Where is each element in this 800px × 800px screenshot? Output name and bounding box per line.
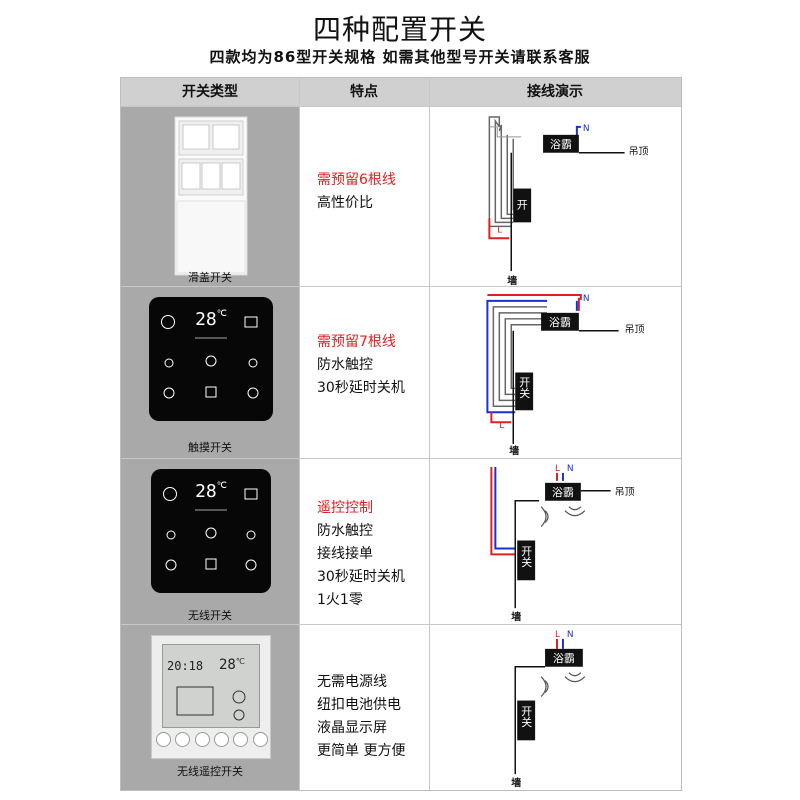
ceiling-label: 吊顶 (625, 324, 645, 336)
switch-label: 开关 (518, 376, 531, 399)
wiring-diagram: 浴霸 开 N L 吊顶 墙 (488, 116, 649, 286)
switch-name: 无线开关 (188, 609, 232, 622)
power-icon (163, 487, 177, 501)
panel-unit: ℃ (216, 309, 227, 319)
remote-button[interactable] (233, 732, 249, 747)
lcd-unit: ℃ (235, 657, 245, 666)
header-features: 特点 (350, 84, 378, 100)
neutral-label: N (567, 630, 574, 640)
switch-image-cell (121, 107, 299, 286)
switch-label: 开关 (520, 545, 533, 568)
header-wiring: 接线演示 (527, 84, 583, 100)
feature-item: 30秒延时关机 (317, 569, 405, 585)
live-label: L (497, 225, 502, 235)
feature-item: 液晶显示屏 (317, 720, 387, 736)
table-row: 20:18 28℃ (121, 624, 681, 790)
feature-item: 纽扣电池供电 (317, 697, 401, 713)
divider (195, 337, 227, 339)
wireless-signal-icon (540, 672, 586, 697)
features-list: 需预留6根线 高性价比 (317, 169, 396, 215)
wall-label: 墙 (511, 776, 521, 789)
column-divider (429, 78, 430, 790)
device-label: 浴霸 (552, 486, 574, 499)
panel-temp: 28 (195, 481, 217, 502)
switch-image-cell: 28℃ (121, 459, 299, 624)
table-header: 开关类型 特点 接线演示 (121, 78, 681, 106)
live-label: L (555, 464, 560, 474)
wireless-signal-icon (540, 506, 586, 528)
remote-switch-image: 20:18 28℃ (151, 635, 271, 759)
wiring-diagram: 浴霸 开关 L N 吊顶 墙 (490, 464, 635, 623)
slide-switch-image (174, 116, 248, 276)
remote-button[interactable] (214, 732, 230, 747)
feature-item: 高性价比 (317, 195, 373, 211)
device-label: 浴霸 (550, 138, 572, 151)
page-title: 四种配置开关 (312, 13, 487, 46)
device-label: 浴霸 (549, 316, 571, 329)
lcd-icons (176, 686, 246, 721)
ceiling-label: 吊顶 (615, 486, 635, 498)
remote-buttons (154, 732, 270, 747)
ceiling-label: 吊顶 (629, 146, 649, 158)
wireless-switch-image: 28℃ (151, 469, 271, 593)
feature-highlight: 需预留7根线 (317, 334, 396, 350)
lcd-temp: 28 (219, 657, 236, 673)
features-list: 遥控控制 防水触控 接线接单 30秒延时关机 1火1零 (317, 497, 405, 612)
power-icon (161, 315, 175, 329)
feature-item: 接线接单 (317, 546, 373, 562)
remote-button[interactable] (252, 732, 268, 747)
feature-highlight: 需预留6根线 (317, 172, 396, 188)
neutral-label: N (567, 464, 574, 474)
live-label: L (555, 630, 560, 640)
feature-item: 防水触控 (317, 357, 373, 373)
feature-item: 1火1零 (317, 592, 363, 608)
panel-unit: ℃ (216, 481, 227, 491)
lcd-time: 20:18 (167, 659, 204, 673)
touch-switch-image: 28℃ (149, 297, 273, 421)
switch-image-cell: 20:18 28℃ (121, 625, 299, 790)
remote-button[interactable] (175, 732, 191, 747)
page-subtitle: 四款均为86型开关规格 如需其他型号开关请联系客服 (209, 48, 591, 66)
column-divider (299, 78, 300, 790)
touch-icons (165, 488, 258, 571)
neutral-label: N (583, 124, 590, 134)
feature-item: 30秒延时关机 (317, 380, 405, 396)
table-row: 28℃ 无线开关 遥控控制 防水触控 接线接单 30秒延时关机 1火1零 (121, 458, 681, 624)
wall-label: 墙 (509, 444, 519, 457)
switch-label: 开关 (520, 706, 533, 729)
feature-item: 无需电源线 (317, 674, 387, 690)
neutral-label: N (583, 294, 590, 304)
remote-button[interactable] (156, 732, 172, 747)
table-row: 28℃ 触摸开关 需预留7根线 防水触控 30秒延时关机 (121, 286, 681, 458)
comparison-table: 开关类型 特点 接线演示 滑盖开关 需预留6根线 高性价比 (120, 77, 682, 791)
feature-highlight: 遥控控制 (317, 500, 373, 516)
divider (195, 509, 227, 511)
header-switch-type: 开关类型 (182, 84, 238, 100)
panel-temp: 28 (195, 309, 217, 330)
features-list: 需预留7根线 防水触控 30秒延时关机 (317, 331, 405, 400)
switch-name: 触摸开关 (188, 441, 232, 454)
switch-name: 无线遥控开关 (177, 765, 243, 778)
wiring-diagram: 浴霸 开关 L N 墙 (511, 630, 586, 789)
wiring-diagram: 浴霸 开关 N L 吊顶 墙 (486, 294, 645, 457)
wall-label: 墙 (511, 610, 521, 623)
feature-item: 防水触控 (317, 523, 373, 539)
touch-icons (163, 316, 259, 399)
switch-label: 开 (517, 198, 528, 211)
table-row: 滑盖开关 需预留6根线 高性价比 浴霸 开 N L 吊顶 (121, 106, 681, 286)
device-label: 浴霸 (553, 652, 575, 665)
lcd-screen: 20:18 28℃ (162, 644, 260, 728)
live-label: L (499, 421, 504, 431)
features-list: 无需电源线 纽扣电池供电 液晶显示屏 更简单 更方便 (317, 671, 405, 763)
wall-label: 墙 (507, 274, 517, 286)
remote-button[interactable] (194, 732, 210, 747)
switch-image-cell: 28℃ (121, 287, 299, 458)
feature-item: 更简单 更方便 (317, 743, 406, 759)
switch-name: 滑盖开关 (188, 271, 232, 284)
